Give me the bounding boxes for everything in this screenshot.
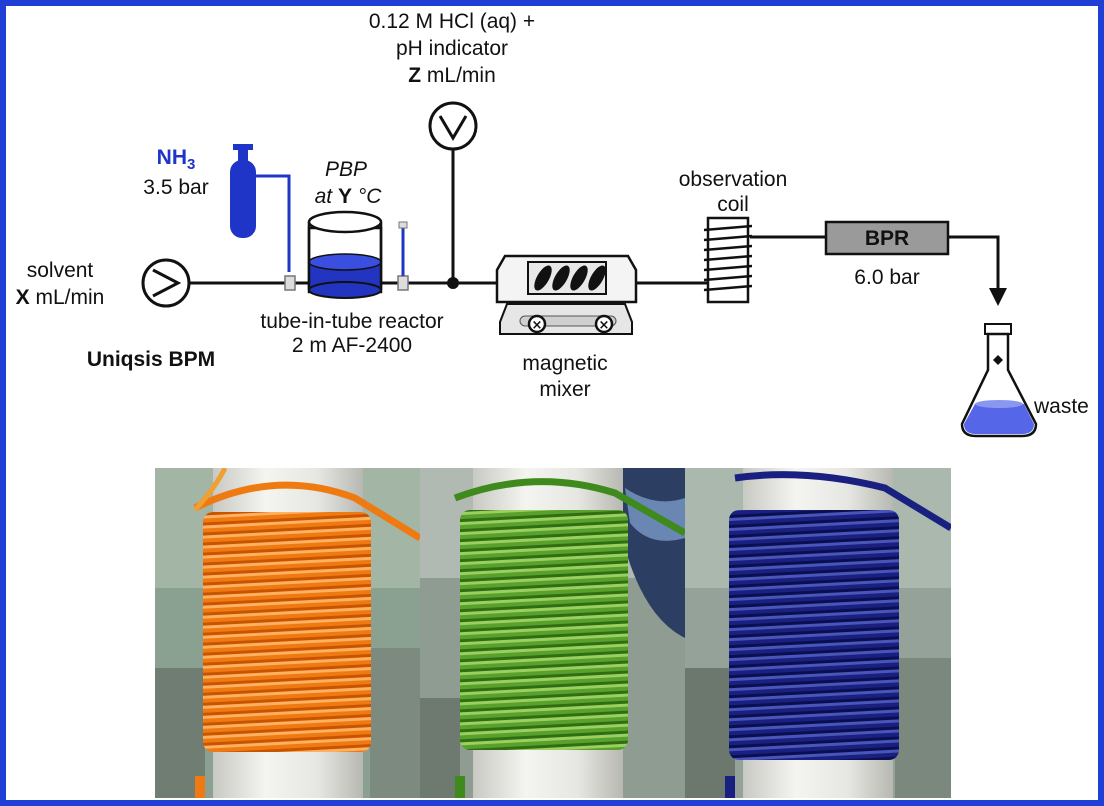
coil-label-line1: observation (678, 168, 788, 191)
reactor-pbp-label: PBP (324, 158, 368, 181)
gas-formula: NH3 (156, 146, 196, 174)
reactor-temperature: at Y °C (314, 185, 382, 208)
tube-in-tube-reactor-icon (284, 210, 409, 299)
orange-coil-photo (155, 468, 422, 798)
reactor-name-line1: tube-in-tube reactor (260, 310, 444, 333)
mixer-label-line2: mixer (539, 378, 591, 401)
reactor-name-line2: 2 m AF-2400 (291, 334, 413, 357)
coil-label-line2: coil (717, 193, 749, 216)
pump-label: Uniqsis BPM (86, 348, 216, 371)
green-coil-photo (420, 468, 687, 798)
bpr-label: BPR (864, 227, 910, 250)
solvent-label: solvent (26, 259, 94, 282)
bpr-to-waste-line (948, 235, 1000, 290)
coil-photos-svg (155, 468, 951, 798)
acid-flow-var: Z (408, 64, 422, 87)
acid-pump-icon (428, 101, 478, 151)
gas-pressure: 3.5 bar (143, 176, 209, 199)
blue-coil-photo (685, 468, 951, 798)
waste-flask-icon (960, 323, 1038, 438)
coil-photos (155, 468, 951, 798)
bpr-box (824, 220, 950, 256)
mixer-label-line1: magnetic (522, 352, 608, 375)
t-junction (447, 277, 459, 289)
acid-flow-rate: Z mL/min (408, 64, 496, 87)
solvent-pump-icon (141, 258, 191, 308)
gas-line (256, 174, 291, 272)
svg-text:×: × (532, 318, 543, 333)
acid-feed-label-line2: pH indicator (395, 37, 509, 60)
waste-label: waste (1034, 395, 1089, 418)
solvent-flow-rate: X mL/min (15, 286, 105, 309)
acid-flow-unit: mL/min (426, 64, 496, 87)
flow-arrow-icon (989, 288, 1007, 306)
acid-feed-label-line1: 0.12 M HCl (aq) + (368, 10, 536, 33)
observation-coil-icon (703, 216, 753, 304)
magnetic-mixer-icon: × × (495, 254, 638, 335)
svg-text:×: × (599, 318, 610, 333)
bpr-pressure: 6.0 bar (854, 266, 920, 289)
gas-cylinder-icon (230, 144, 256, 238)
